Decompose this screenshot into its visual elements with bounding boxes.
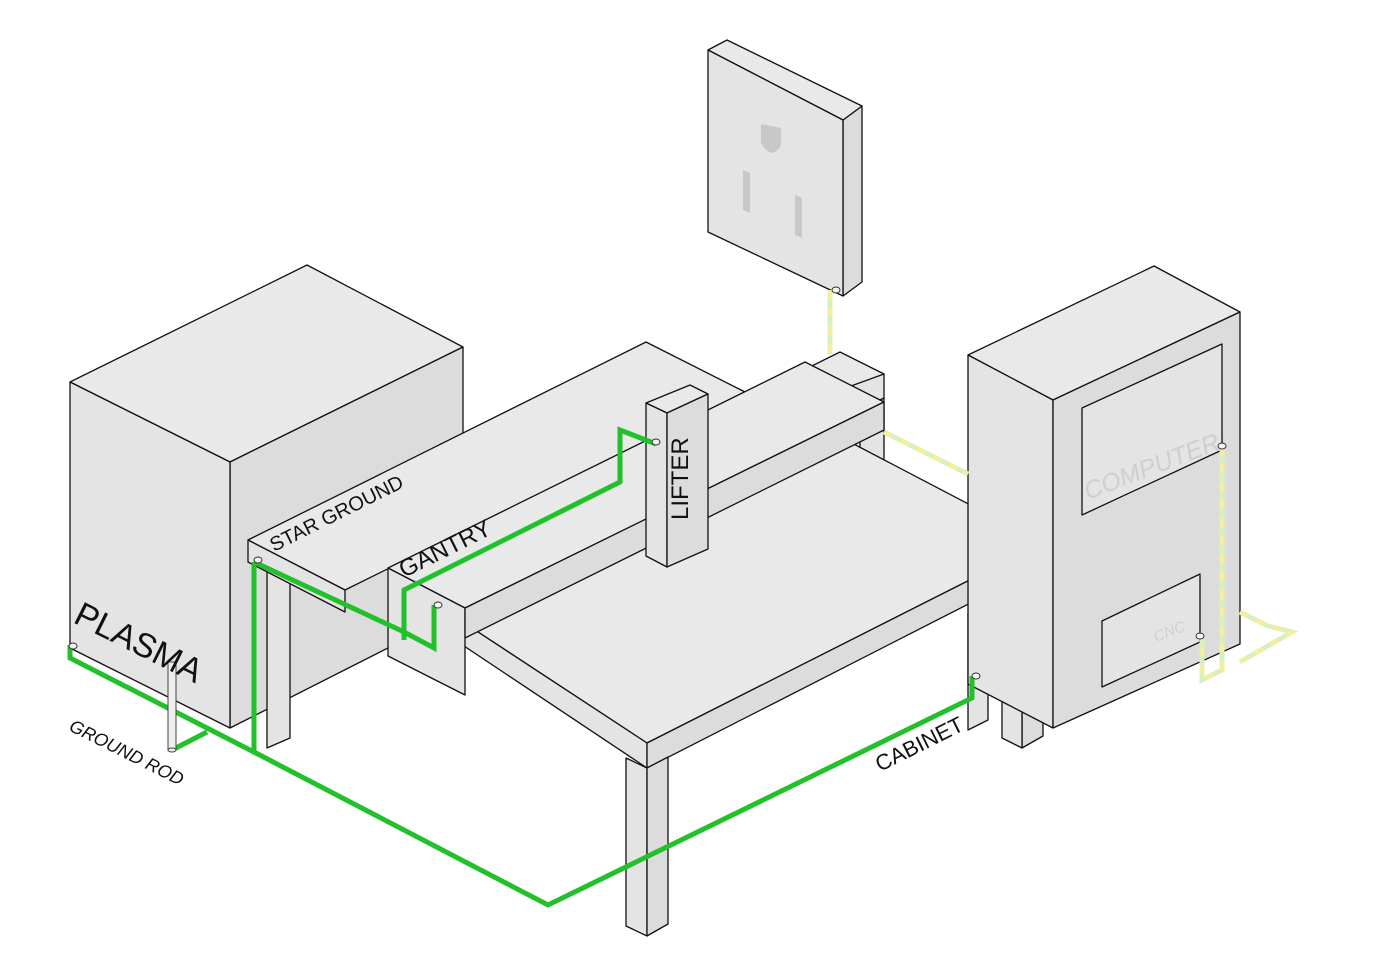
star-to-gantry-wire — [252, 559, 437, 653]
star-to-lifter-wire — [401, 426, 657, 640]
wall-outlet — [707, 39, 863, 297]
ground-rod-wire — [170, 729, 209, 753]
computer-cabinet — [967, 265, 1241, 729]
lifter-label: LIFTER — [667, 437, 694, 520]
ground-wires — [67, 426, 975, 908]
house-ground-wires — [827, 290, 1299, 685]
ground-studs — [68, 286, 1227, 680]
star-to-cabinet-wire — [252, 676, 975, 908]
plasma-to-star-wire — [67, 562, 257, 757]
wall-outlet-icon — [743, 124, 802, 238]
ground-rod — [167, 661, 177, 753]
